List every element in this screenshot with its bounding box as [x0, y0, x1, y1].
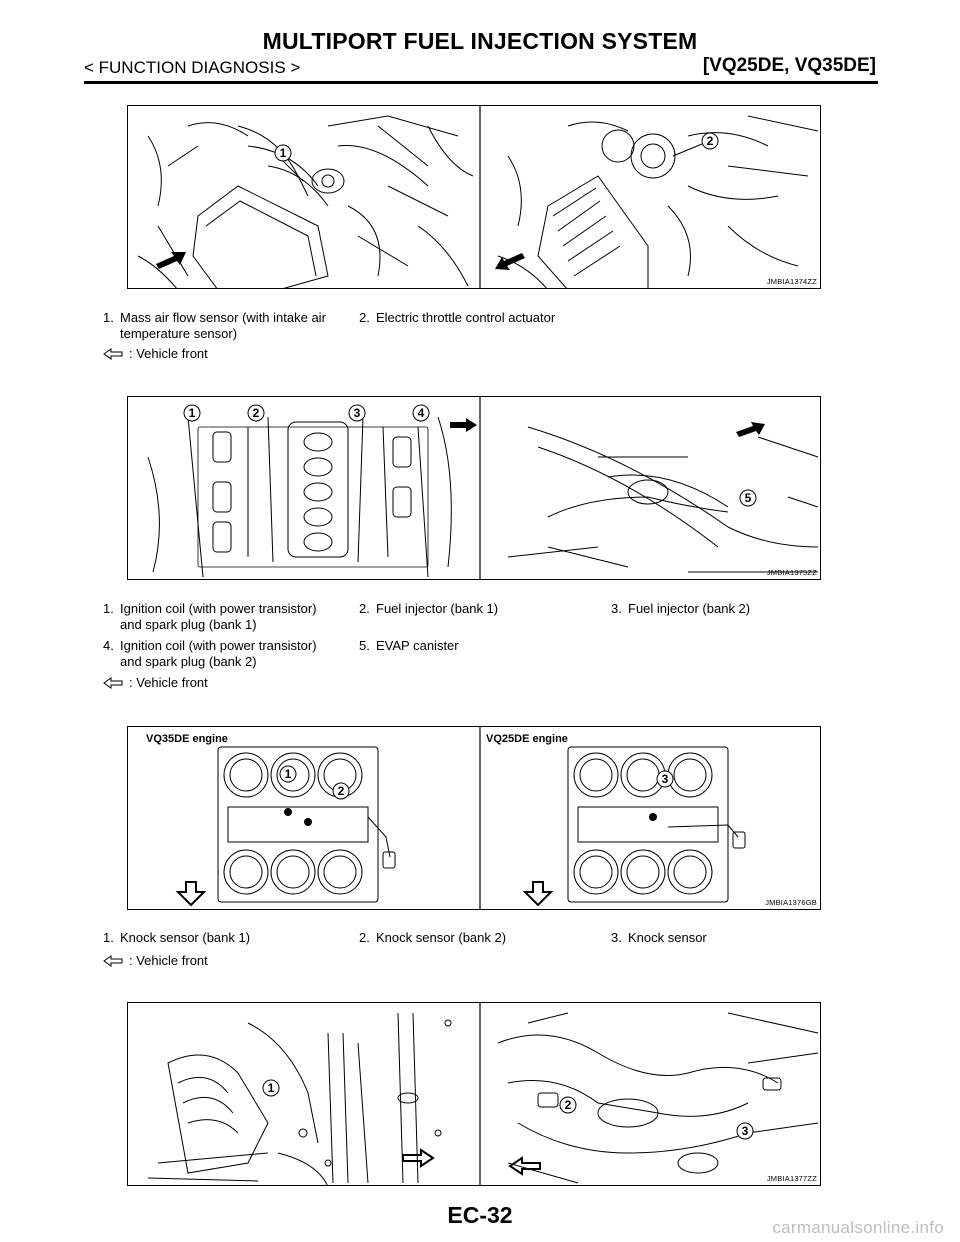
figure-illustration: 1 2 3: [147, 1003, 819, 1185]
figure-illustration: 1 2 3: [175, 727, 746, 909]
figure-code: JMBIA1374ZZ: [766, 277, 817, 286]
vehicle-front-arrow-icon: [103, 348, 123, 360]
callout-2: 2: [253, 406, 260, 420]
figure-code: JMBIA1376GB: [765, 898, 817, 907]
figure-code: JMBIA1377ZZ: [766, 1174, 817, 1183]
section-label: < FUNCTION DIAGNOSIS >: [84, 58, 301, 77]
engine-label-left: VQ35DE engine: [146, 733, 228, 745]
figure-engine-compartment: 1 2 JMBIA1374ZZ: [127, 105, 821, 289]
callout-1: 1: [280, 146, 287, 160]
legend-figure-3: 1. Knock sensor (bank 1) 2. Knock sensor…: [103, 930, 707, 968]
figure-illustration: 1 2: [137, 106, 819, 288]
callout-2: 2: [338, 784, 345, 798]
figure-code: JMBIA1375ZZ: [766, 568, 817, 577]
callout-3: 3: [354, 406, 361, 420]
vehicle-front-arrow-icon: [103, 955, 123, 967]
callout-1: 1: [285, 767, 292, 781]
callout-3: 3: [662, 772, 669, 786]
engine-label-right: VQ25DE engine: [486, 733, 568, 745]
callout-2: 2: [565, 1098, 572, 1112]
callout-1: 1: [189, 406, 196, 420]
figure-knock-sensors: 1 2 3 VQ35DE engine VQ25DE engine JMBIA1…: [127, 726, 821, 910]
engine-label: [VQ25DE, VQ35DE]: [702, 55, 876, 76]
header-rule: [84, 81, 878, 84]
legend-figure-2: 1. Ignition coil (with power transistor)…: [103, 601, 751, 690]
figure-intake-manifold: 1 2 3 4 5 JMBIA1375ZZ: [127, 396, 821, 580]
callout-5: 5: [745, 491, 752, 505]
watermark: carmanualsonline.info: [772, 1218, 944, 1237]
legend-figure-1: 1. Mass air flow sensor (with intake air…: [103, 310, 556, 361]
page-number: EC-32: [447, 1202, 513, 1228]
page-title: MULTIPORT FUEL INJECTION SYSTEM: [262, 28, 698, 54]
figure-illustration: 1 2 3 4 5: [147, 397, 819, 579]
callout-4: 4: [418, 406, 425, 420]
callout-3: 3: [742, 1124, 749, 1138]
callout-1: 1: [268, 1081, 275, 1095]
vehicle-front-arrow-icon: [103, 677, 123, 689]
callout-2: 2: [707, 134, 714, 148]
figure-underside: 1 2 3 JMBIA1377ZZ: [127, 1002, 821, 1186]
